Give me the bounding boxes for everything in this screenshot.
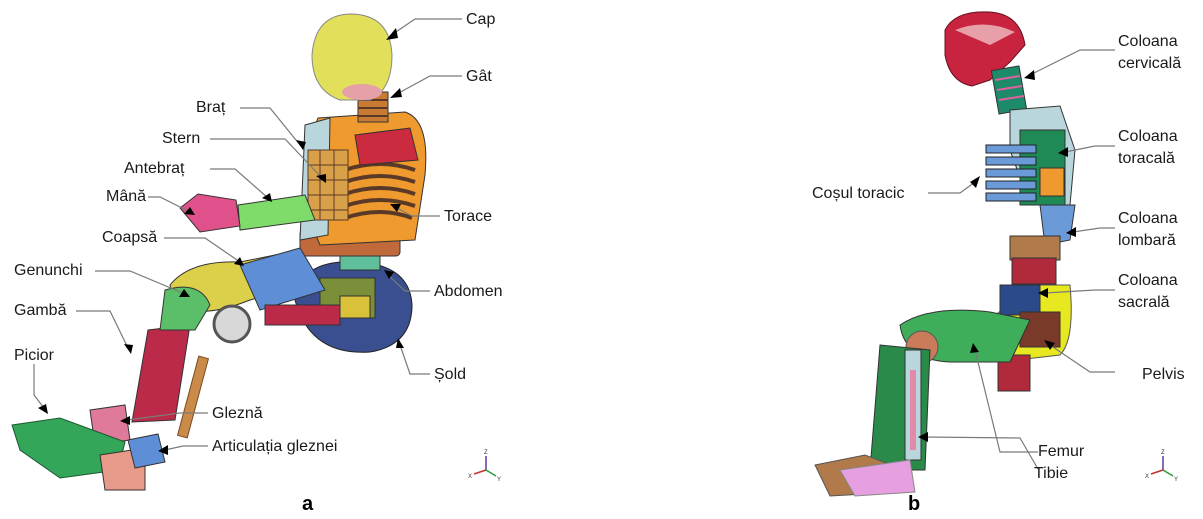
label-cap: Cap: [466, 11, 495, 28]
panel-b-skeleton: [815, 12, 1075, 496]
femur-link: [265, 305, 340, 325]
label-genunchi: Genunchi: [14, 262, 83, 279]
label-sold: Șold: [434, 366, 466, 383]
label-cosul-toracic: Coșul toracic: [812, 185, 904, 202]
panel-letter-a: a: [302, 493, 314, 515]
thoracic-orange: [1040, 168, 1064, 196]
label-coloana-toracala-2: toracală: [1118, 150, 1175, 167]
label-pelvis: Pelvis: [1142, 366, 1185, 383]
label-coloana-cervicala-2: cervicală: [1118, 55, 1181, 72]
label-coloana-sacrala-1: Coloana: [1118, 272, 1178, 289]
label-gat: Gât: [466, 68, 492, 85]
label-mana: Mână: [106, 188, 146, 205]
label-coloana-toracala-1: Coloana: [1118, 128, 1178, 145]
pelvis-yellow: [340, 296, 370, 318]
label-coapsa: Coapsă: [102, 229, 157, 246]
label-torace: Torace: [444, 208, 492, 225]
cervical-spine: [991, 66, 1026, 114]
triad-y-b: Y: [1174, 477, 1178, 483]
label-femur: Femur: [1038, 443, 1085, 460]
panel-letter-b: b: [908, 493, 920, 515]
label-gamba: Gambă: [14, 302, 67, 319]
sacrum-block: [1000, 285, 1040, 315]
rib-cage: [986, 145, 1036, 201]
label-glezna: Gleznă: [212, 405, 263, 422]
triad-z-a: Z: [484, 450, 488, 456]
ankle-joint-a: [214, 306, 250, 342]
lumbar-brown: [1010, 236, 1060, 260]
axis-triad-b: Z X Y: [1145, 450, 1178, 483]
label-picior: Picior: [14, 347, 55, 364]
label-coloana-cervicala-1: Coloana: [1118, 33, 1178, 50]
triad-y-a: Y: [497, 477, 501, 483]
triad-x-b: X: [1145, 474, 1149, 480]
triad-z-b: Z: [1161, 450, 1165, 456]
label-brat: Braț: [196, 99, 226, 116]
lower-leg: [132, 325, 190, 422]
label-antebrat: Antebraț: [124, 160, 185, 177]
chest-top: [355, 128, 418, 165]
triad-x-a: X: [468, 474, 472, 480]
panel-a-labels: Cap Gât Braț Stern Antebraț Mână Torace …: [14, 11, 503, 455]
lumbar-red: [1012, 258, 1056, 284]
label-tibie: Tibie: [1034, 465, 1068, 482]
label-coloana-lombara-1: Coloana: [1118, 210, 1178, 227]
label-stern: Stern: [162, 130, 200, 147]
label-articulatia-gleznei: Articulația gleznei: [212, 438, 337, 455]
label-coloana-sacrala-2: sacrală: [1118, 294, 1170, 311]
chin: [342, 84, 382, 100]
tibia-bone: [910, 370, 916, 450]
axis-triad-a: Z X Y: [468, 450, 501, 483]
label-abdomen: Abdomen: [434, 283, 503, 300]
label-coloana-lombara-2: lombară: [1118, 232, 1176, 249]
